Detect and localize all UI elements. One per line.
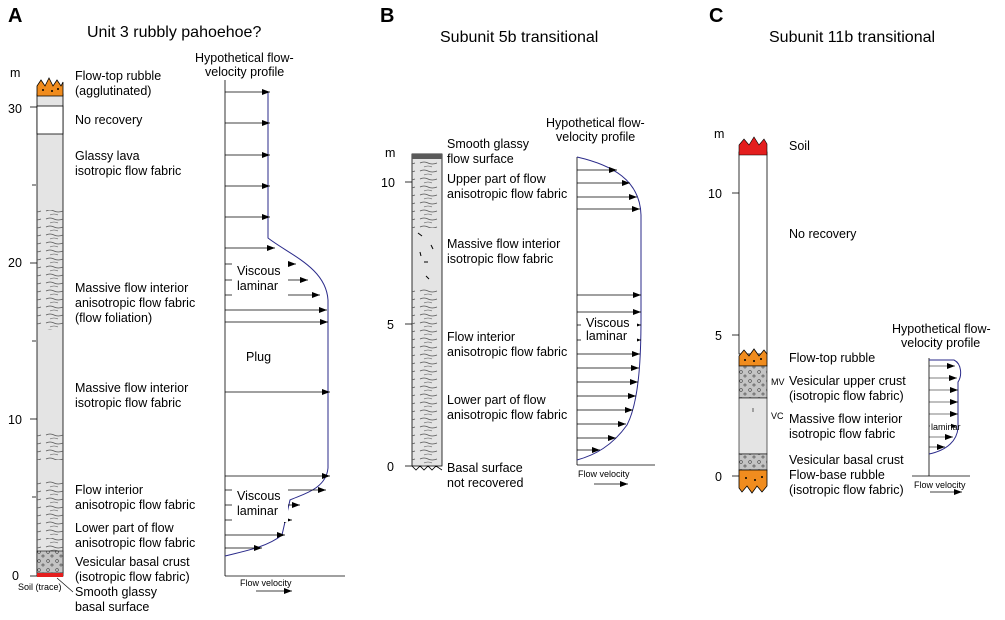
depth-tick-label: 10	[708, 187, 722, 201]
panel-a-letter: A	[8, 5, 22, 27]
depth-tick-label: 5	[387, 318, 394, 332]
profile-title: Hypothetical flow-velocity profile	[546, 116, 645, 144]
unit-description: Soil	[789, 139, 810, 153]
profile-title: Hypothetical flow-velocity profile	[195, 51, 294, 79]
laminar-label: laminar	[931, 422, 961, 432]
unit-description: No recovery	[789, 227, 857, 241]
panel-c: C Subunit 11b transitional m 10 5 0 MV V…	[708, 5, 991, 497]
velocity-curve	[928, 359, 962, 455]
panel-c-descriptions: Soil No recovery Flow-top rubble Vesicul…	[789, 139, 906, 497]
rubble-symbol	[738, 348, 768, 367]
depth-unit-label: m	[10, 66, 20, 80]
panel-a-title: Unit 3 rubbly pahoehoe?	[87, 24, 261, 41]
soil-symbol	[738, 136, 768, 156]
soil-trace-label: Soil (trace)	[18, 582, 62, 592]
velocity-arrows	[225, 89, 330, 551]
depth-tick-label: 10	[381, 176, 395, 190]
depth-tick-label: 10	[8, 413, 22, 427]
depth-tick-label: 0	[12, 569, 19, 583]
panel-c-velocity-profile: Hypothetical flow-velocity profile lamin…	[892, 322, 991, 495]
panel-a: A Unit 3 rubbly pahoehoe? m 30 20 10 0	[8, 5, 345, 614]
depth-tick-label: 0	[715, 470, 722, 484]
panel-b-depth-axis: m 10 5 0	[381, 146, 412, 474]
velocity-arrows	[577, 167, 641, 453]
rubble-symbol	[36, 77, 64, 97]
depth-tick-label: 30	[8, 102, 22, 116]
panel-b-letter: B	[380, 5, 394, 27]
depth-unit-label: m	[714, 127, 724, 141]
panel-a-depth-axis: m 30 20 10 0	[8, 66, 37, 583]
panel-c-letter: C	[709, 5, 723, 27]
depth-tick-label: 0	[387, 460, 394, 474]
panel-b-column	[411, 153, 443, 471]
panel-b-title: Subunit 5b transitional	[440, 29, 598, 46]
flow-velocity-label: Flow velocity	[240, 578, 292, 588]
velocity-curve	[576, 156, 642, 461]
panel-c-depth-axis: m 10 5 0	[708, 127, 739, 484]
unit-description: Flow-top rubble(agglutinated)	[75, 69, 161, 98]
profile-title: Hypothetical flow-velocity profile	[892, 322, 991, 350]
flow-velocity-label: Flow velocity	[914, 480, 966, 490]
panel-b: B Subunit 5b transitional m 10 5 0	[380, 5, 655, 490]
panel-c-column: MV VC	[738, 136, 785, 494]
flow-velocity-label: Flow velocity	[578, 469, 630, 479]
unit-description: Flow-top rubble	[789, 351, 875, 365]
panel-a-descriptions: Flow-top rubble(agglutinated) No recover…	[18, 69, 195, 614]
depth-tick-label: 5	[715, 329, 722, 343]
panel-a-column	[36, 77, 64, 577]
unit-description: Vesicular basal crust(isotropic flow fab…	[75, 555, 190, 584]
velocity-curve	[224, 92, 329, 557]
unit-description: Vesicular upper crust(isotropic flow fab…	[789, 374, 906, 403]
panel-b-velocity-profile: Hypothetical flow-velocity profile	[546, 116, 655, 487]
velocity-arrows	[929, 363, 958, 450]
panel-c-title: Subunit 11b transitional	[769, 29, 935, 46]
vc-label: VC	[771, 411, 784, 421]
depth-unit-label: m	[385, 146, 395, 160]
rubble-symbol	[738, 469, 768, 494]
panel-a-velocity-profile: Hypothetical flow-velocity profile	[195, 51, 345, 594]
mv-label: MV	[771, 377, 785, 387]
unit-description: No recovery	[75, 113, 143, 127]
depth-tick-label: 20	[8, 256, 22, 270]
plug-label: Plug	[246, 350, 271, 364]
